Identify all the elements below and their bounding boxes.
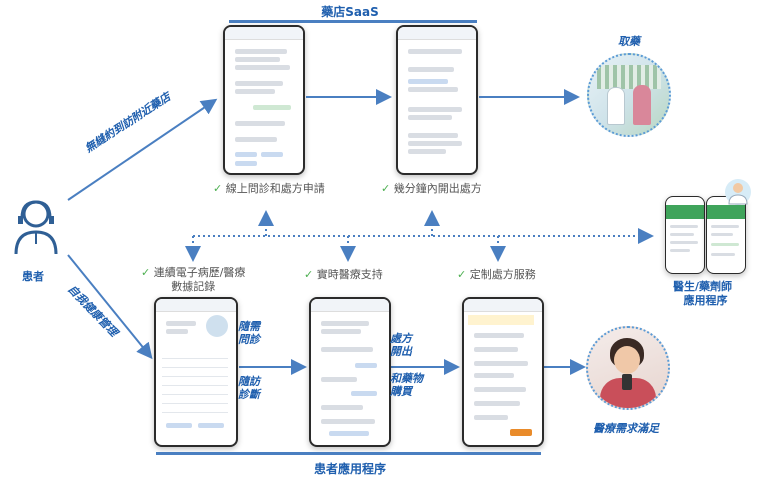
follow-up-label: 隨訪診斷 (238, 375, 260, 401)
check-icon: ✓ (381, 182, 394, 195)
saas-top-bar (229, 20, 477, 23)
pickup-label: 取藥 (618, 35, 640, 48)
check-icon: ✓ (304, 268, 317, 281)
saas-phone-prescription (396, 25, 478, 175)
pharmacy-photo (587, 53, 671, 137)
patient-icon (14, 200, 58, 255)
check-icon: ✓ (213, 182, 226, 195)
step1-label: ✓ 線上問診和處方申請 (213, 182, 325, 195)
satisfied-patient-photo (586, 326, 670, 410)
step2-label: ✓ 幾分鐘內開出處方 (381, 182, 482, 195)
arrow-icon (67, 254, 153, 360)
doctor-phone-2 (706, 196, 746, 274)
arrow-icon (67, 98, 218, 201)
check-icon: ✓ (457, 268, 470, 281)
phone-header (464, 299, 542, 312)
phone-header (225, 27, 303, 40)
records-table (162, 351, 228, 413)
prescribe-label: 處方開出 (390, 332, 412, 358)
purchase-label: 和藥物購買 (390, 372, 423, 398)
on-demand-label: 隨需問診 (238, 320, 260, 346)
phone-header (156, 299, 236, 312)
patient-app-title: 患者應用程序 (313, 462, 386, 476)
custom-prescription-label: ✓ 定制處方服務 (457, 268, 536, 281)
saas-phone-chat (223, 25, 305, 175)
realtime-support-label: ✓ 實時醫療支持 (304, 268, 383, 281)
doctor-app-label: 醫生/藥劑師 應用程序 (673, 280, 733, 307)
emr-label: ✓ 連續電子病歷/醫療 數據記錄 (141, 266, 246, 293)
patient-phone-records (154, 297, 238, 447)
patient-app-bottom-bar (156, 452, 541, 455)
doctor-icon (725, 179, 751, 205)
phone-header (398, 27, 476, 40)
patient-phone-chat (309, 297, 391, 447)
patient-label: 患者 (22, 270, 44, 283)
patient-phone-order (462, 297, 544, 447)
phone-header (311, 299, 389, 312)
doctor-phone-1 (665, 196, 705, 274)
check-icon: ✓ (141, 266, 154, 279)
needs-met-label: 醫療需求滿足 (593, 422, 659, 435)
saas-title: 藥店SaaS (321, 5, 379, 19)
